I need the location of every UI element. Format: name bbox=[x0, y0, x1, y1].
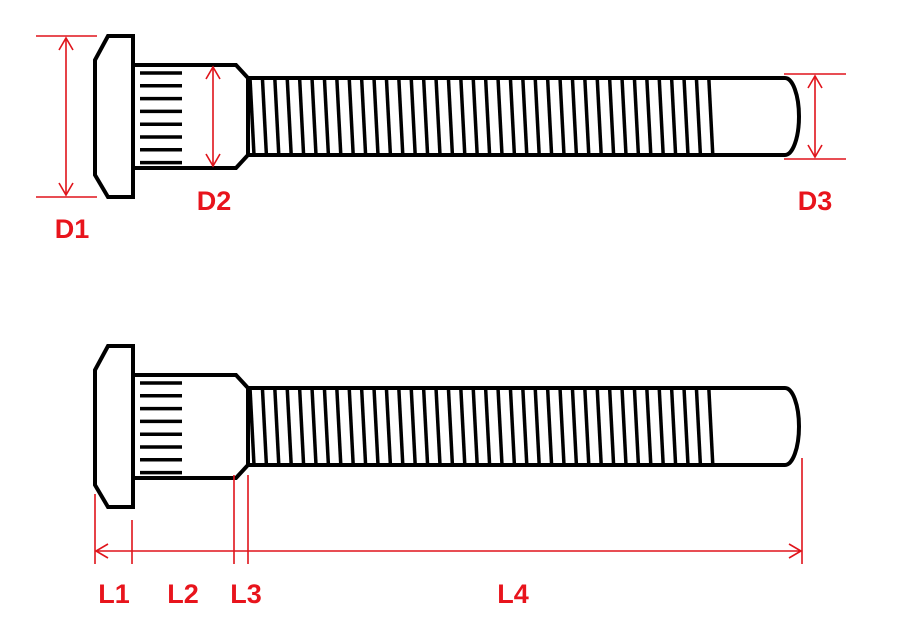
label-l1: L1 bbox=[98, 579, 130, 609]
dimension-d3: D3 bbox=[784, 73, 846, 216]
bolt-top-view bbox=[93, 34, 801, 199]
bolt-shape bbox=[93, 34, 801, 199]
label-l2: L2 bbox=[167, 579, 199, 609]
bolt-bottom-view bbox=[93, 344, 801, 509]
dimension-d2: D2 bbox=[197, 65, 232, 216]
label-l4: L4 bbox=[497, 579, 529, 609]
label-d1: D1 bbox=[55, 214, 90, 244]
label-d2: D2 bbox=[197, 186, 232, 216]
dimension-lengths: L1 L2 L3 L4 bbox=[94, 458, 803, 609]
label-d3: D3 bbox=[798, 186, 833, 216]
bolt-shape bbox=[93, 344, 801, 509]
dimension-d1: D1 bbox=[36, 35, 97, 244]
label-l3: L3 bbox=[230, 579, 262, 609]
